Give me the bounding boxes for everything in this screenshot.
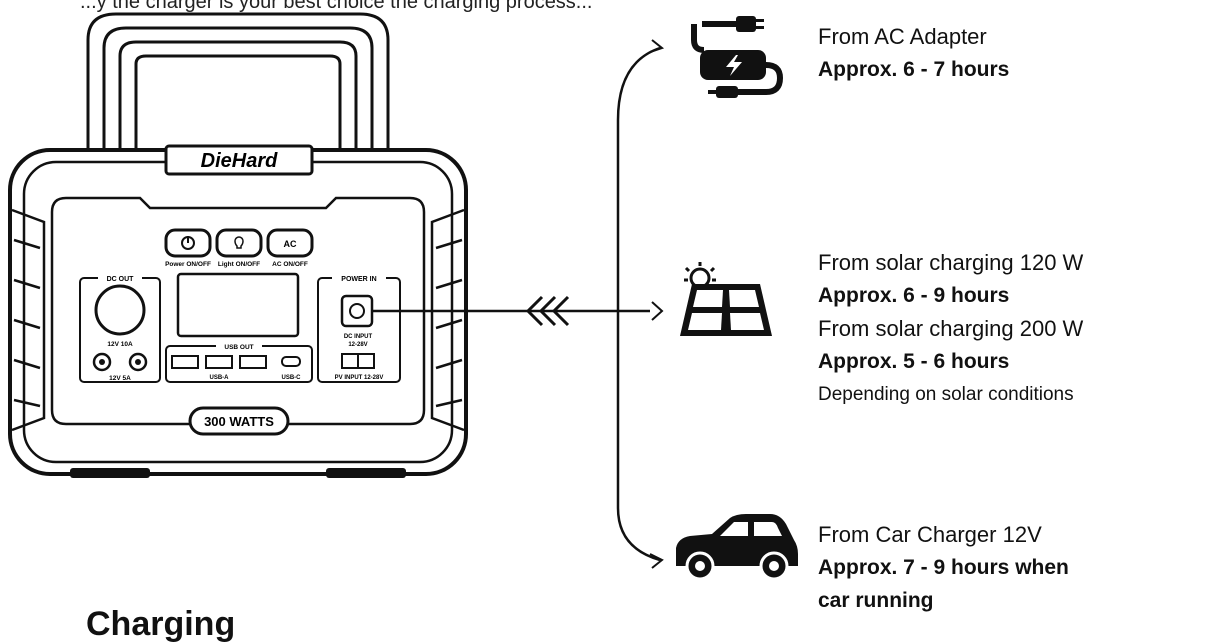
- solar-200w-time: Approx. 5 - 6 hours: [818, 350, 1010, 373]
- solar-note: Depending on solar conditions: [818, 384, 1074, 405]
- usb-a-label: USB-A: [210, 375, 230, 381]
- car-charger-time-2: car running: [818, 589, 934, 612]
- usb-a-port-1: [171, 355, 199, 369]
- pv-input-label: PV INPUT 12-28V: [335, 375, 384, 381]
- flow-arrows-icon: [525, 295, 570, 327]
- ac-button-label: AC ON/OFF: [272, 261, 308, 268]
- solar-120w-source: From solar charging 120 W: [818, 250, 1084, 275]
- car-charger-source: From Car Charger 12V: [818, 522, 1042, 547]
- section-heading: Charging: [86, 605, 236, 643]
- ac-adapter-time: Approx. 6 - 7 hours: [818, 58, 1010, 81]
- dc-12v10a-label: 12V 10A: [107, 341, 133, 348]
- power-in-title: POWER IN: [341, 276, 376, 283]
- device-handle: [60, 12, 416, 152]
- car-charger-time-1: Approx. 7 - 9 hours when: [818, 556, 1069, 579]
- car-charger-label: From Car Charger 12V Approx. 7 - 9 hours…: [818, 518, 1069, 617]
- watts-badge: [188, 406, 290, 436]
- connection-lines: [372, 39, 665, 569]
- usb-c-label: USB-C: [282, 375, 302, 381]
- left-side-grip: [11, 208, 46, 432]
- lcd-display: [176, 272, 300, 338]
- ac-adapter-source: From AC Adapter: [818, 24, 987, 49]
- brand-plate: [164, 144, 314, 176]
- solar-200w-source: From solar charging 200 W: [818, 316, 1084, 341]
- dc-input-port: [340, 294, 374, 328]
- watts-label: 300 WATTS: [204, 414, 274, 429]
- car-icon: [676, 514, 798, 581]
- dc-out-title: DC OUT: [107, 276, 135, 283]
- source-bracket: [616, 46, 661, 562]
- right-side-grip: [430, 208, 465, 432]
- light-button[interactable]: [215, 228, 263, 258]
- usb-c-port: [281, 356, 301, 367]
- solar-120w-time: Approx. 6 - 9 hours: [818, 284, 1010, 307]
- ac-adapter-icon: [691, 16, 784, 98]
- usb-out-title: USB OUT: [224, 344, 253, 351]
- dc-input-label-2: 12-28V: [348, 342, 367, 348]
- top-caption: ...y the charger is your best choice the…: [80, 0, 593, 13]
- dc-12v5a-label: 12V 5A: [109, 375, 131, 382]
- brand-logo: DieHard: [201, 150, 278, 172]
- power-station-device: DieHard Power ON/OFF Light ON/OFF AC AC …: [8, 144, 468, 478]
- usb-a-port-2: [205, 355, 233, 369]
- ac-button[interactable]: [266, 228, 314, 258]
- ac-adapter-label: From AC Adapter Approx. 6 - 7 hours: [818, 20, 1009, 86]
- solar-panel-icon: [680, 262, 772, 336]
- bulb-icon: [234, 236, 244, 249]
- light-button-label: Light ON/OFF: [218, 261, 260, 268]
- power-button-label: Power ON/OFF: [165, 261, 211, 268]
- solar-label: From solar charging 120 W Approx. 6 - 9 …: [818, 246, 1083, 411]
- ac-button-text: AC: [284, 239, 297, 249]
- dc-12v10a-port: [94, 284, 146, 336]
- usb-a-port-3: [239, 355, 267, 369]
- dc-input-label-1: DC INPUT: [344, 334, 373, 340]
